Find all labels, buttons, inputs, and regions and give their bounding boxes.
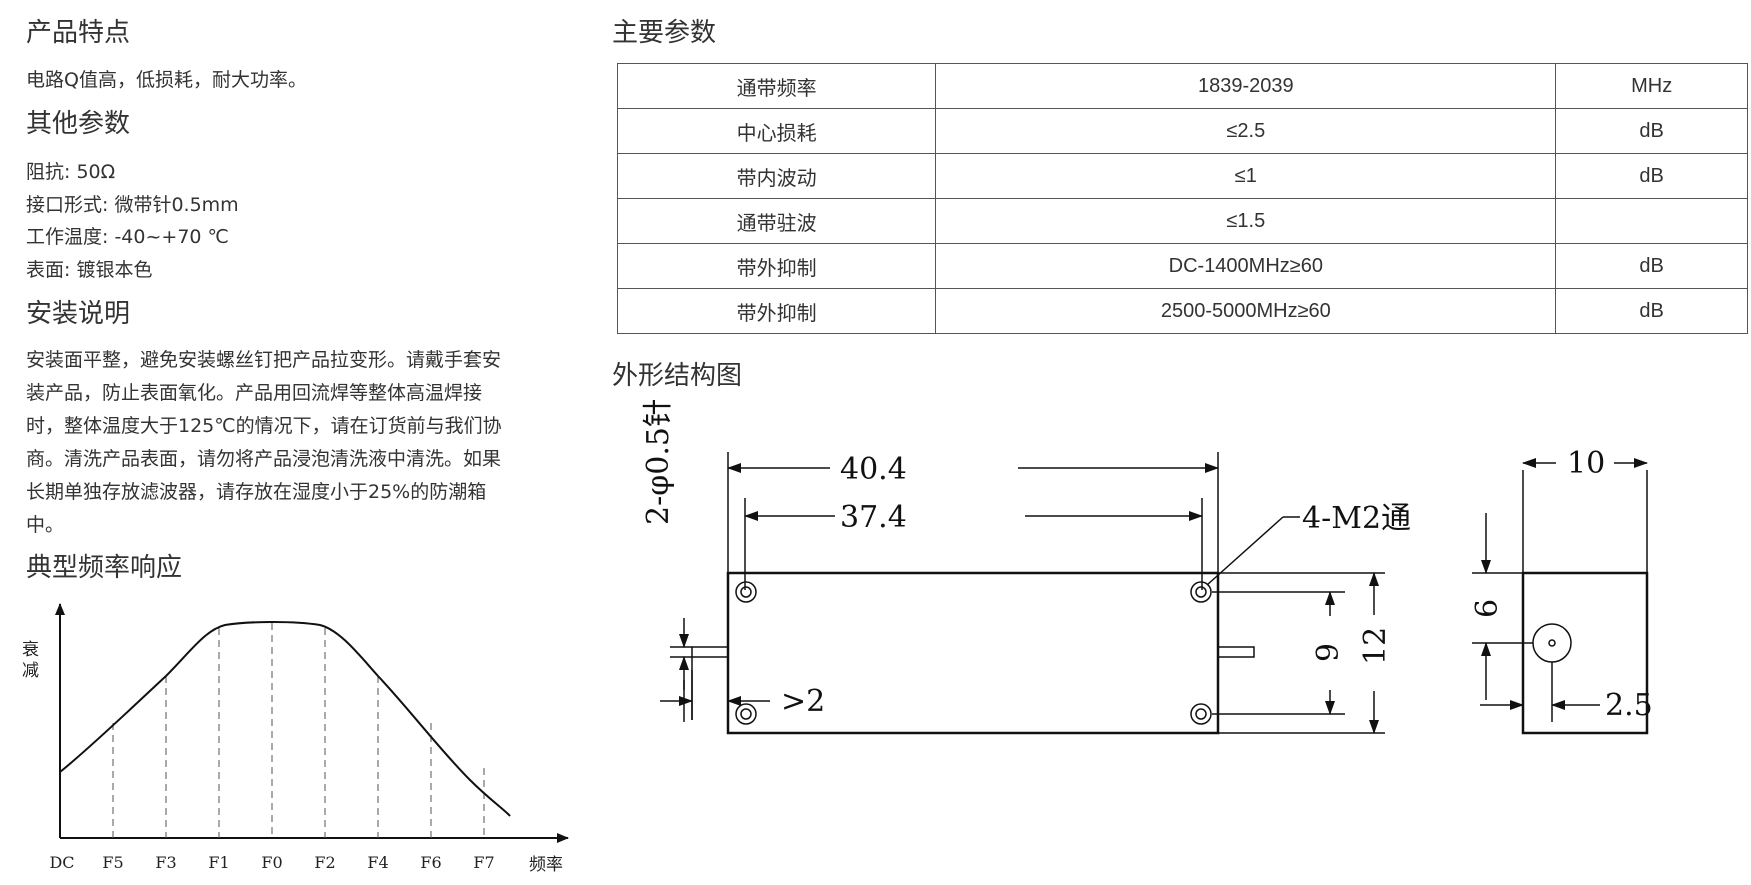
x-tick-label: F0 (261, 853, 282, 872)
main-params-table: 通带频率 1839-2039 MHz 中心损耗 ≤2.5 dB 带内波动 ≤1 … (616, 63, 1748, 334)
x-tick-label: F3 (155, 853, 176, 872)
param-value-cell: 2500-5000MHz≥60 (935, 288, 1557, 334)
y-axis-label-char: 衰减 (18, 640, 39, 682)
param-value-cell: ≤2.5 (935, 108, 1557, 154)
right-pin (1217, 646, 1255, 658)
response-heading: 典型频率响应 (26, 553, 183, 583)
table-row: 通带驻波 ≤1.5 (616, 198, 1748, 244)
x-tick-label: F4 (367, 853, 388, 872)
dim-overall-length: 40.4 (840, 452, 907, 487)
pin-label: 2-φ0.5针 (641, 400, 676, 525)
param-name-cell: 带外抑制 (616, 243, 937, 289)
side-pin-inner (1548, 639, 1556, 647)
param-unit-cell: dB (1555, 153, 1748, 199)
filter-body-side (1521, 571, 1649, 735)
left-pin (691, 646, 729, 658)
frequency-response-figure: 衰减 DC F5 F3 F1 F0 F2 F4 F6 F7 频率 (18, 603, 569, 875)
install-text: 安装面平整，避免安装螺丝钉把产品拉变形。请戴手套安 装产品，防止表面氧化。产品用… (26, 345, 566, 536)
features-text: 电路Q值高，低损耗，耐大功率。 (26, 69, 307, 91)
dim-pin-position: 2.5 (1605, 688, 1653, 723)
dim-hole-vertical: 9 (1311, 643, 1346, 662)
install-line: 中。 (26, 514, 65, 536)
table-row: 带内波动 ≤1 dB (616, 153, 1748, 199)
x-tick-label: F1 (208, 853, 229, 872)
install-line: 商。清洗产品表面，请勿将产品浸泡清洗液中清洗。如果 (26, 448, 502, 470)
param-name-cell: 通带频率 (616, 63, 937, 109)
install-line: 安装面平整，避免安装螺丝钉把产品拉变形。请戴手套安 (26, 349, 502, 371)
x-axis-label: 频率 (529, 855, 563, 875)
x-tick-label: DC (49, 853, 74, 872)
install-line: 装产品，防止表面氧化。产品用回流焊等整体高温焊接 (26, 382, 483, 404)
param-value-cell: ≤1 (935, 153, 1557, 199)
dim-height: 12 (1358, 627, 1393, 665)
main-params-heading: 主要参数 (612, 18, 717, 48)
table-row: 带外抑制 2500-5000MHz≥60 dB (616, 288, 1748, 334)
install-line: 长期单独存放滤波器，请存放在湿度小于25%的防潮箱 (26, 481, 487, 503)
x-tick-label: F2 (314, 853, 335, 872)
param-name-cell: 中心损耗 (616, 108, 937, 154)
other-params-heading: 其他参数 (26, 109, 131, 139)
param-unit-cell (1555, 198, 1748, 244)
side-pin-outer (1532, 623, 1572, 663)
param-value-cell: 1839-2039 (935, 63, 1557, 109)
x-tick-label: F5 (102, 853, 123, 872)
surface-line: 表面: 镀银本色 (26, 259, 153, 281)
param-name-cell: 通带驻波 (616, 198, 937, 244)
x-tick-label: F6 (420, 853, 441, 872)
param-name-cell: 带内波动 (616, 153, 937, 199)
dim-pin-offset: 6 (1470, 599, 1505, 618)
param-value-cell: ≤1.5 (935, 198, 1557, 244)
param-unit-cell: dB (1555, 288, 1748, 334)
table-row: 带外抑制 DC-1400MHz≥60 dB (616, 243, 1748, 289)
dim-pin-length: >2 (781, 684, 825, 719)
features-heading: 产品特点 (26, 18, 131, 48)
install-heading: 安装说明 (26, 299, 131, 329)
temperature-line: 工作温度: -40~+70 ℃ (26, 226, 229, 248)
table-row: 通带频率 1839-2039 MHz (616, 63, 1748, 109)
dim-hole-spacing-length: 37.4 (840, 500, 907, 535)
table-row: 中心损耗 ≤2.5 dB (616, 108, 1748, 154)
impedance-line: 阻抗: 50Ω (26, 161, 116, 183)
install-line: 时，整体温度大于125℃的情况下，请在订货前与我们协 (26, 415, 502, 437)
dim-depth: 10 (1567, 446, 1605, 481)
interface-line: 接口形式: 微带针0.5mm (26, 194, 239, 216)
drawing-heading: 外形结构图 (612, 361, 743, 391)
param-value-cell: DC-1400MHz≥60 (935, 243, 1557, 289)
x-tick-label: F7 (473, 853, 494, 872)
param-unit-cell: MHz (1555, 63, 1748, 109)
param-name-cell: 带外抑制 (616, 288, 937, 334)
param-unit-cell: dB (1555, 243, 1748, 289)
hole-label: 4-M2通 (1302, 501, 1411, 536)
outline-drawing: 40.4 37.4 4-M2通 >2 10 2.5 2-φ0.5针 9 12 6 (641, 400, 1653, 735)
response-curve (59, 621, 511, 817)
param-unit-cell: dB (1555, 108, 1748, 154)
